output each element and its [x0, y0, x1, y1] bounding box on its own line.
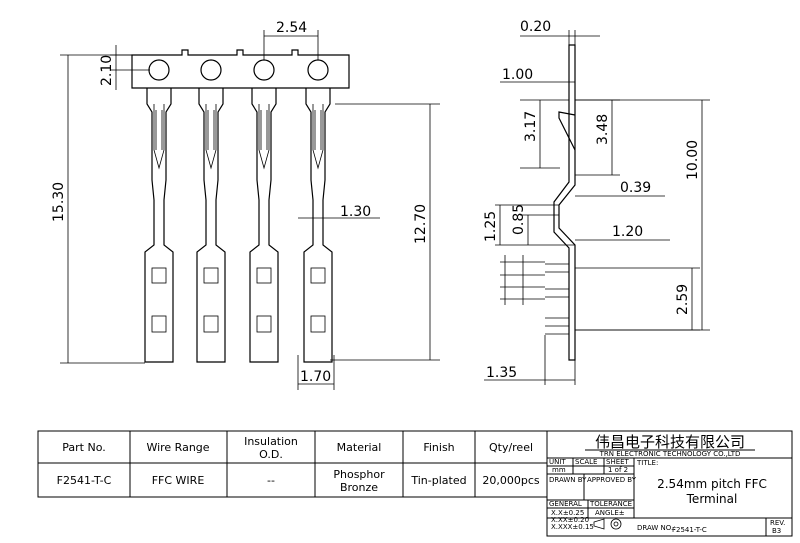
window-slot [310, 267, 326, 284]
pitch-dim-label: 2.54 [276, 20, 307, 36]
title-block: 伟昌电子科技有限公司 TRN ELECTRONIC TECHNOLOGY CO.… [546, 430, 793, 537]
sheet-value: 1 of 2 [608, 466, 628, 474]
rev-value: B3 [772, 527, 781, 535]
window-slot [203, 315, 219, 333]
terminal [303, 88, 333, 363]
cell-qty-reel: 20,000pcs [482, 474, 540, 487]
cell-part-no: F2541-T-C [57, 474, 112, 487]
foot-width-dim-label: 1.70 [300, 369, 331, 385]
side-view [545, 44, 576, 361]
terminal-outline [303, 88, 333, 363]
contact-tab [558, 111, 576, 151]
dim-3-48-label: 3.48 [595, 114, 611, 145]
cell-wire-range: FFC WIRE [152, 474, 205, 487]
terminal-outline [144, 88, 174, 363]
cell-insulation: -- [267, 474, 275, 487]
window-slot [310, 315, 326, 333]
general-label: GENERAL [549, 500, 582, 508]
title-label: TITLE: [636, 459, 658, 467]
tolerance-label: TOLERANCE [589, 500, 632, 508]
cell-finish: Tin-plated [410, 474, 466, 487]
projection-symbol-icon [593, 518, 622, 530]
pilot-hole [253, 59, 275, 81]
angle-label: ANGLE± [595, 509, 625, 517]
tol-1: X.X±0.25 [551, 509, 584, 517]
overall-length-dim-label: 15.30 [51, 182, 67, 222]
dim-1-25-label: 1.25 [483, 211, 499, 242]
approved-by-label: APPROVED BY [587, 476, 637, 484]
contact-spring [205, 104, 217, 170]
dim-0-39-label: 0.39 [620, 180, 651, 196]
header-qty-reel: Qty/reel [489, 441, 533, 454]
contact-spring [258, 104, 270, 170]
dim-2-59-label: 2.59 [675, 284, 691, 315]
window-slot [151, 315, 167, 333]
terminal [144, 88, 174, 363]
unit-value: mm [552, 466, 566, 474]
dim-1-20-label: 1.20 [612, 224, 643, 240]
contact-spring [153, 104, 165, 170]
header-material: Material [337, 441, 382, 454]
rev-label: REV. [770, 519, 785, 527]
window-slot [256, 315, 272, 333]
front-dimensions: 2.54 2.10 15.30 12.70 1.30 1.70 [51, 20, 440, 390]
pilot-hole [307, 59, 329, 81]
thickness-dim-label: 0.20 [520, 19, 551, 35]
header-finish: Finish [423, 441, 454, 454]
drawn-by-label: DRAWN BY [549, 476, 587, 484]
tol-3: X.XXX±0.15 [551, 523, 594, 531]
window-slot [151, 267, 167, 284]
terminal [249, 88, 279, 363]
scale-label: SCALE [575, 458, 597, 466]
draw-no-value: F2541-T-C [672, 526, 707, 534]
carrier-strip [131, 49, 350, 89]
terminal [196, 88, 226, 363]
sheet-label: SHEET [606, 458, 630, 466]
side-profile [553, 44, 576, 361]
neck-width-dim-label: 1.30 [340, 204, 371, 220]
dim-0-85-label: 0.85 [511, 204, 527, 235]
front-view [131, 49, 350, 363]
pilot-hole [148, 59, 170, 81]
hole-offset-dim-label: 2.10 [99, 55, 115, 86]
unit-label: UNIT [549, 458, 566, 466]
header-part-no: Part No. [62, 441, 105, 454]
pilot-hole [200, 59, 222, 81]
window-slot [203, 267, 219, 284]
tol-2: X.XX±0.20 [551, 516, 589, 524]
company-name-cn: 伟昌电子科技有限公司 [595, 433, 745, 451]
dim-10-00-label: 10.00 [685, 140, 701, 180]
window-slot [256, 267, 272, 284]
dim-3-17-label: 3.17 [523, 111, 539, 142]
header-wire-range: Wire Range [146, 441, 209, 454]
terminal-outline [196, 88, 226, 363]
company-name-en: TRN ELECTRONIC TECHNOLOGY CO.,LTD [599, 450, 741, 458]
terminal-outline [249, 88, 279, 363]
side-dimensions: 0.20 1.00 3.17 3.48 10.00 0.39 1.25 0.85… [483, 19, 710, 385]
dim-1-35-label: 1.35 [486, 365, 517, 381]
dim-1-00-label: 1.00 [502, 67, 533, 83]
contact-spring [312, 104, 324, 170]
body-length-dim-label: 12.70 [413, 204, 429, 244]
draw-no-label: DRAW NO.: [637, 524, 676, 532]
